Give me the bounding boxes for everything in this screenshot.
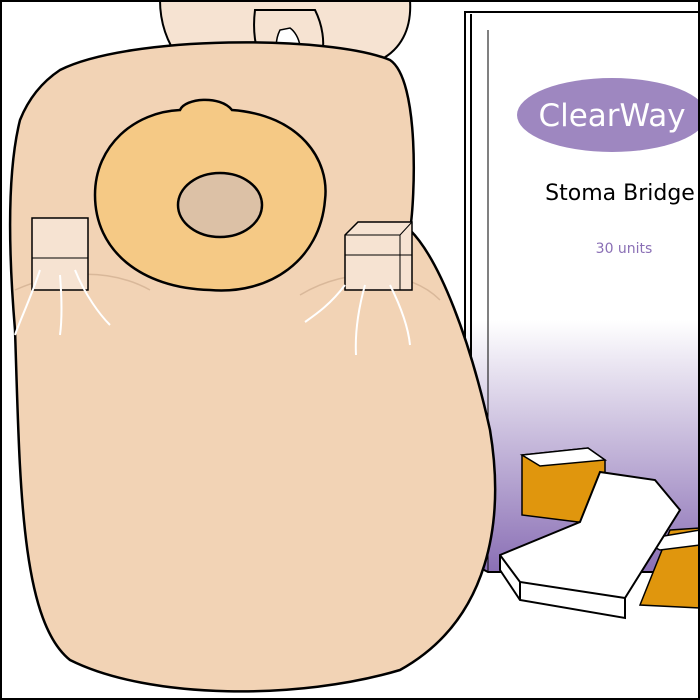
product-name: Stoma Bridge bbox=[545, 181, 695, 206]
product-box: ClearWay Stoma Bridge 30 units bbox=[464, 11, 700, 573]
left-bridge bbox=[14, 217, 111, 336]
right-bridge bbox=[304, 221, 413, 356]
brand-name: ClearWay bbox=[538, 98, 685, 134]
quantity-label: 30 units bbox=[596, 241, 653, 257]
stoma bbox=[176, 171, 264, 239]
brand-label bbox=[517, 78, 700, 152]
bridge-pieces bbox=[499, 447, 700, 620]
